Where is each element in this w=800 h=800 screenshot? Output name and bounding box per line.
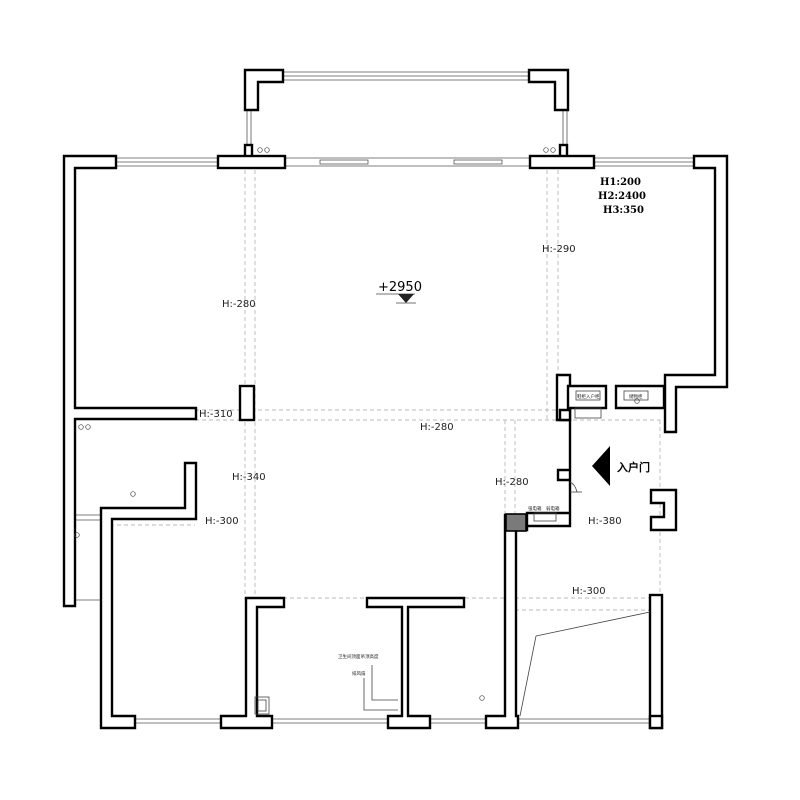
elevation-marker: +2950	[376, 280, 422, 304]
electrical-box-label: 强电箱	[528, 505, 542, 512]
height-corridor-right: H:-280	[495, 477, 529, 488]
height-kitchen: H:-300	[572, 586, 606, 597]
entrance-arrow-icon	[592, 446, 610, 486]
right-outer-wall	[663, 154, 729, 434]
network-box-label: 弱电箱	[546, 505, 560, 512]
entry-door	[533, 481, 582, 522]
ceiling-grid-lines	[110, 170, 661, 611]
shoe-cabinet-label: 鞋柜入户柜	[577, 393, 600, 400]
partition-wall	[365, 596, 466, 730]
kitchen-counter	[519, 611, 651, 717]
shaft	[505, 513, 527, 532]
left-outer-wall	[62, 154, 198, 608]
column	[238, 384, 256, 422]
entry-side-wall	[649, 488, 678, 532]
bay-wall-left	[243, 68, 285, 112]
ceiling-spec-h3: H3:350	[603, 205, 644, 216]
height-living-left: H:-280	[222, 299, 256, 310]
height-living-right: H:-290	[542, 244, 576, 255]
height-left-room-upper: H:-340	[232, 472, 266, 483]
height-corridor-main: H:-280	[420, 422, 454, 433]
ceiling-spec-h2: H2:2400	[598, 191, 646, 202]
kitchen-wall	[484, 513, 529, 730]
entrance-label: 入户门	[617, 460, 650, 474]
bathroom-note-1: 卫生间顶面吊顶高度	[338, 653, 379, 660]
entry-cabinets: 鞋柜入户柜 储物柜	[566, 384, 666, 419]
bay-wall-right	[527, 68, 570, 112]
bathroom-wall-left	[219, 596, 286, 730]
fixtures	[74, 147, 640, 701]
height-corridor-left: H:-310	[199, 409, 233, 420]
windows	[75, 71, 694, 724]
bathroom-note-2: 排风扇	[352, 670, 366, 677]
elevation-label: +2950	[378, 280, 422, 295]
entry-lower-wall	[525, 408, 572, 528]
ceiling-spec-h1: H1:200	[600, 177, 641, 188]
walls	[62, 68, 729, 730]
storage-cabinet-label: 储物柜	[629, 393, 643, 400]
bathroom-pipes	[254, 665, 398, 715]
height-left-room-lower: H:-300	[205, 516, 239, 527]
height-entry-side: H:-380	[588, 516, 622, 527]
left-room-wall	[99, 461, 198, 730]
